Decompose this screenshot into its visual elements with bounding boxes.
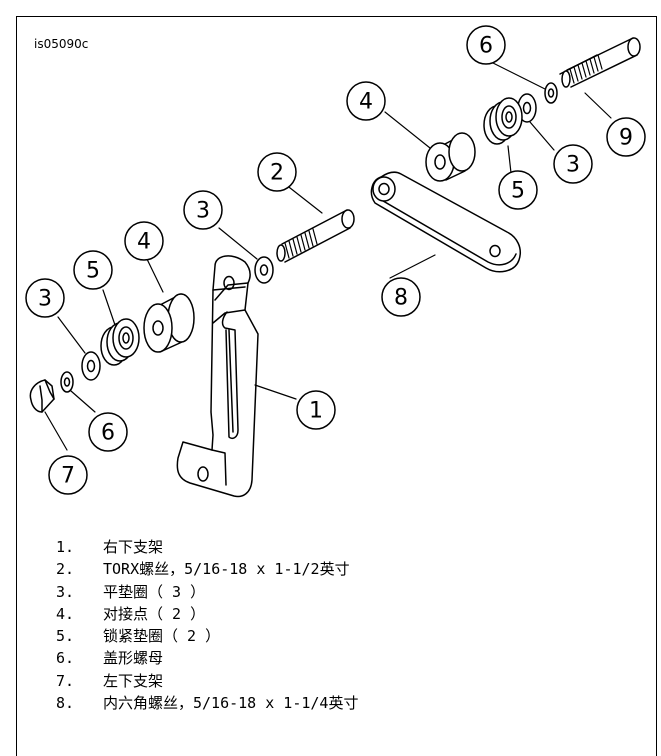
legend-item: 2. TORX螺丝，5/16-18 x 1-1/2英寸 (56, 558, 616, 580)
small-washer-upper (544, 82, 558, 104)
legend-description: TORX螺丝，5/16-18 x 1-1/2英寸 (103, 560, 350, 579)
callout-3-upper: 3 (566, 153, 580, 178)
spacer-lower (143, 293, 195, 353)
legend-number: 2. (56, 560, 75, 579)
callout-5-upper: 5 (511, 179, 525, 204)
lock-washer-upper (483, 97, 523, 145)
legend-number: 1. (56, 538, 75, 556)
legend-item: 7. 左下支架 (56, 670, 616, 692)
exploded-diagram: 6 9 3 4 5 8 2 3 1 4 5 3 6 7 (25, 25, 646, 498)
legend-item: 8. 内六角螺丝，5/16-18 x 1-1/4英寸 (56, 692, 616, 714)
legend-description: 盖形螺母 (103, 649, 164, 668)
callout-6-upper: 6 (479, 34, 493, 59)
callout-6-lower: 6 (101, 421, 115, 446)
callout-3-lower: 3 (38, 287, 52, 312)
flat-washer-lower (81, 351, 101, 381)
callout-3-middle: 3 (196, 199, 210, 224)
legend-description: 左下支架 (103, 671, 164, 690)
parts-legend: 1. 右下支架 2. TORX螺丝，5/16-18 x 1-1/2英寸 3. 平… (56, 536, 616, 714)
legend-number: 7. (56, 671, 75, 690)
spacer-upper (425, 132, 476, 182)
figure-id: is05090c (34, 37, 89, 51)
lock-washer-lower (100, 318, 140, 366)
cap-nut (29, 379, 55, 413)
legend-item: 5. 锁紧垫圈（ 2 ） (56, 625, 616, 647)
legend-description: 锁紧垫圈（ 2 ） (103, 627, 221, 646)
legend-number: 5. (56, 627, 75, 646)
legend-item: 3. 平垫圈（ 3 ） (56, 581, 616, 603)
legend-description: 内六角螺丝，5/16-18 x 1-1/4英寸 (103, 694, 359, 713)
callout-8: 8 (394, 286, 408, 311)
figure-frame (16, 16, 657, 756)
right-lower-bracket (176, 255, 259, 498)
legend-number: 4. (56, 604, 75, 623)
link-bar (370, 171, 521, 273)
callout-9: 9 (619, 126, 633, 151)
legend-description: 右下支架 (103, 538, 164, 556)
bolt-medium (276, 209, 355, 263)
callout-5-lower: 5 (86, 259, 100, 284)
bolt-long (559, 37, 641, 88)
flat-washer-middle (254, 256, 274, 284)
legend-item: 1. 右下支架 (56, 536, 616, 558)
legend-item: 4. 对接点（ 2 ） (56, 603, 616, 625)
callout-7: 7 (61, 464, 75, 489)
legend-description: 对接点（ 2 ） (103, 604, 206, 623)
legend-item: 6. 盖形螺母 (56, 647, 616, 669)
legend-number: 3. (56, 582, 75, 601)
legend-number: 6. (56, 649, 75, 668)
callout-circles (25, 25, 646, 495)
small-washer-lower (60, 371, 74, 393)
legend-number: 8. (56, 694, 75, 713)
callout-2: 2 (270, 161, 284, 186)
legend-description: 平垫圈（ 3 ） (103, 582, 206, 601)
callout-4-lower: 4 (137, 230, 151, 255)
callout-1: 1 (309, 399, 323, 424)
callout-4-upper: 4 (359, 90, 373, 115)
